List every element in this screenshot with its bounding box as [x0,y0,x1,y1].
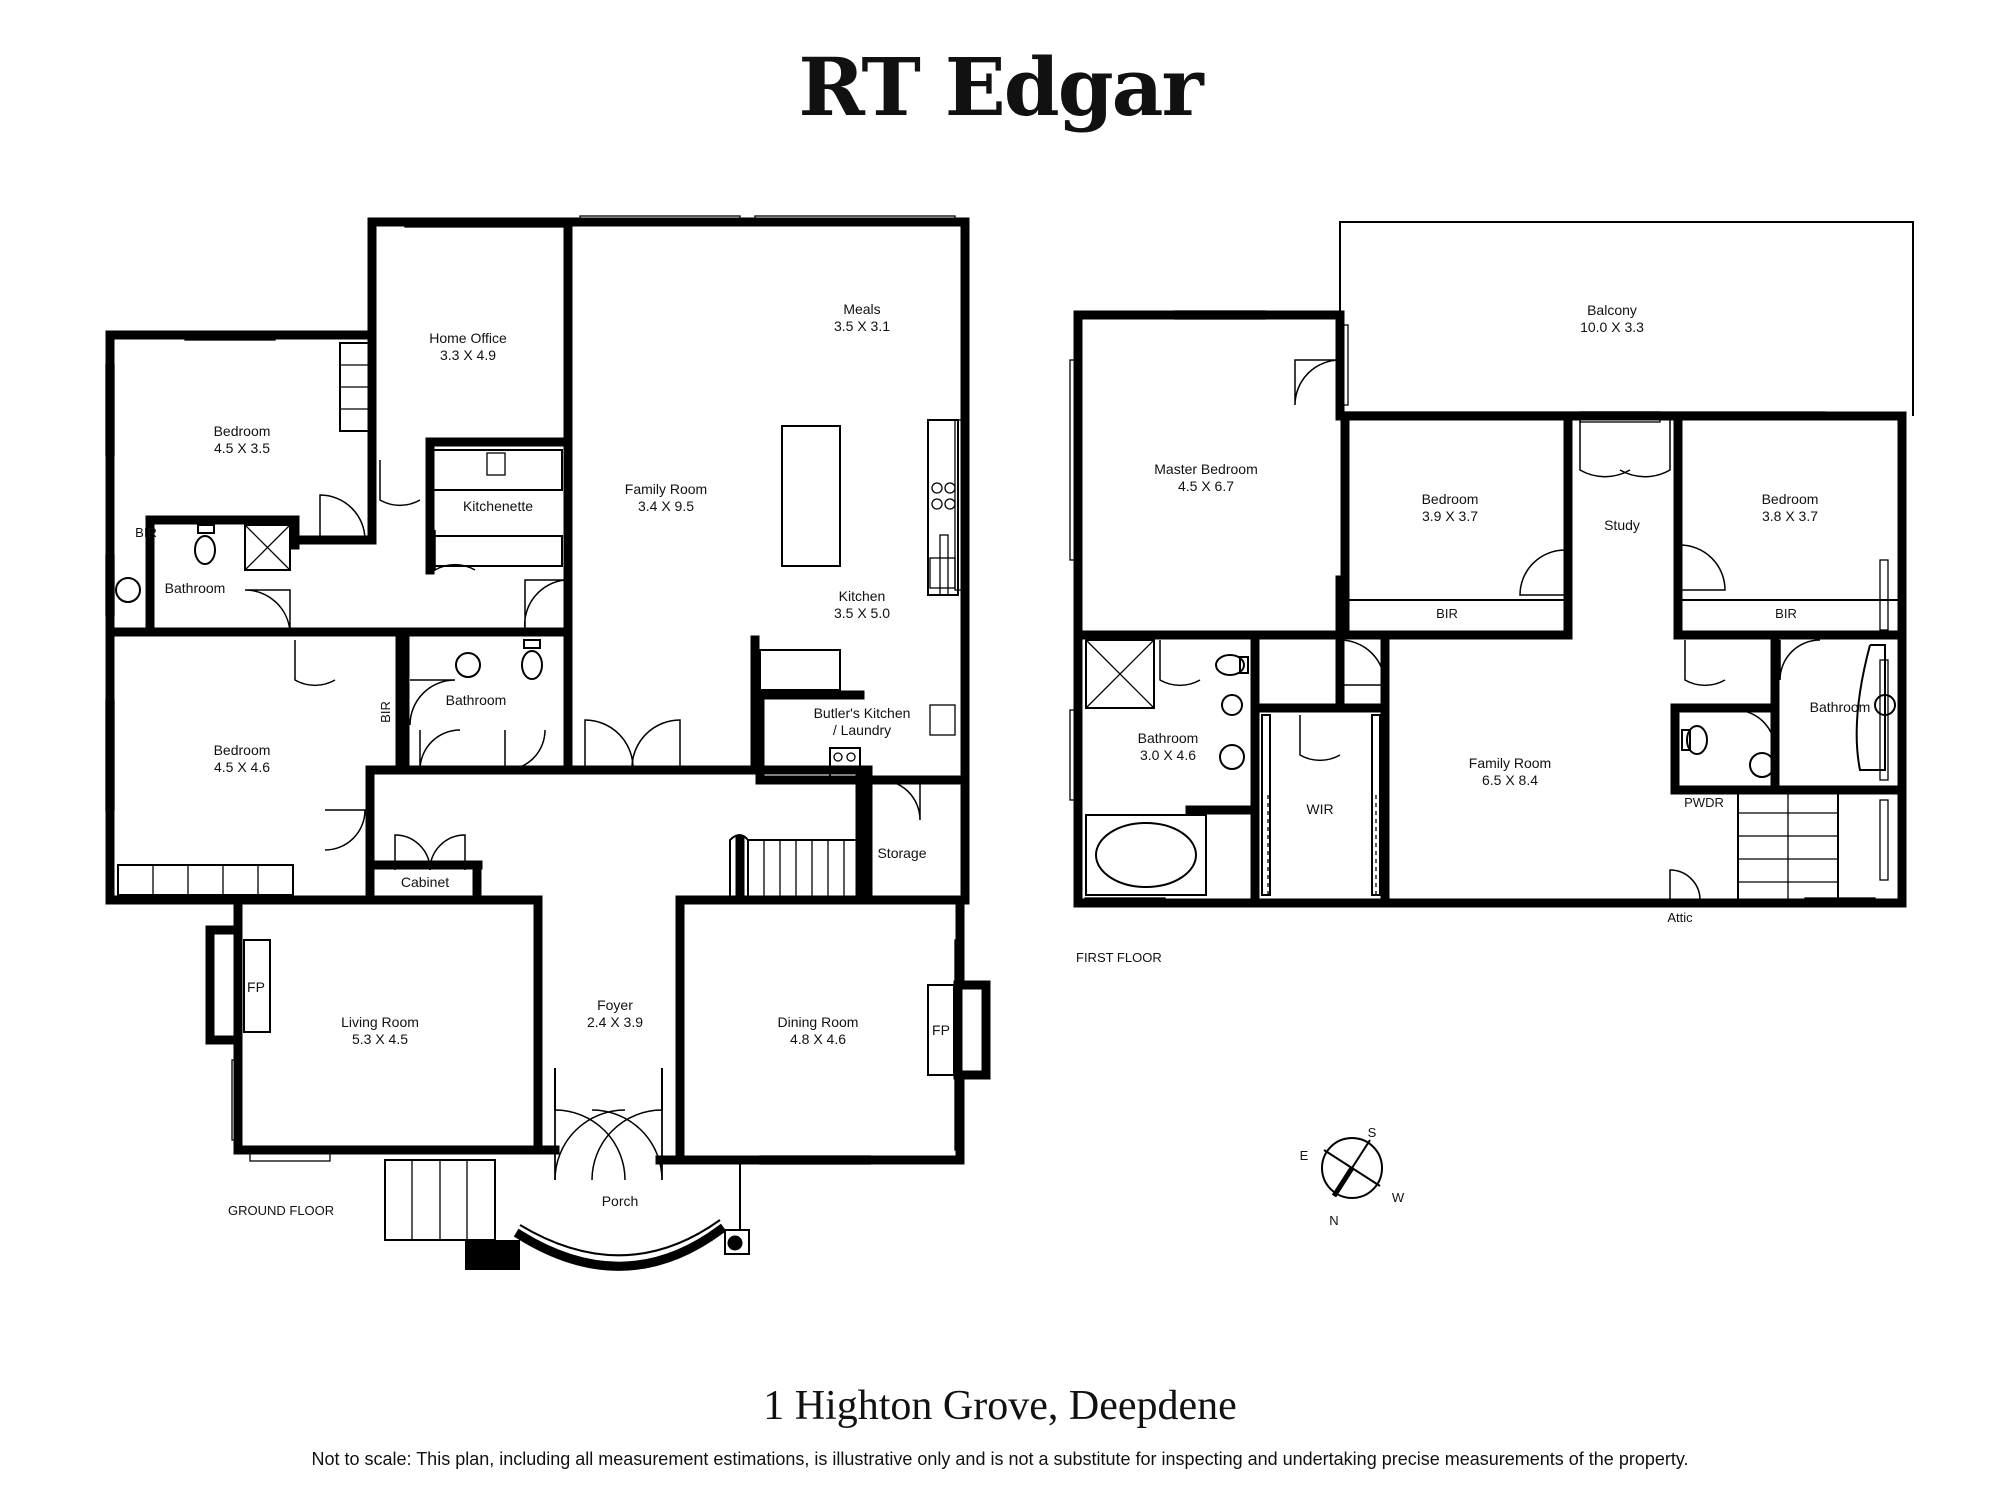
compass [1321,1137,1383,1199]
balcony-name: Balcony [1587,302,1637,318]
ground-floor-plan [105,215,991,1271]
ground-floor-fixtures [115,342,959,1271]
fp-right-name: FP [932,1022,950,1038]
foyer-dim: 2.4 X 3.9 [587,1014,643,1030]
master-name: Master Bedroom [1154,461,1257,477]
balcony-dim: 10.0 X 3.3 [1580,319,1644,335]
compass-e: E [1300,1148,1309,1163]
bathroom3-name: Bathroom [1138,730,1199,746]
ground-floor-doors [244,460,921,1181]
dining-dim: 4.8 X 4.6 [790,1031,846,1047]
fp-left-name: FP [247,979,265,995]
bir2-name: BIR [378,701,393,723]
kitchenette-name: Kitchenette [463,498,533,514]
first-floor-fixtures [1085,599,1902,901]
bedroom1-dim: 4.5 X 3.5 [214,440,270,456]
bir4-name: BIR [1775,606,1797,621]
disclaimer-text: Not to scale: This plan, including all m… [311,1449,1689,1469]
cabinet-name: Cabinet [401,874,449,890]
kitchen-dim: 3.5 X 5.0 [834,605,890,621]
first-floor-label: FIRST FLOOR [1076,950,1162,965]
bir-name: BIR [135,525,157,540]
home-office-name: Home Office [429,330,507,346]
bathroom1-name: Bathroom [165,580,226,596]
bedroom2-name: Bedroom [214,742,271,758]
storage-name: Storage [877,845,926,861]
dining-name: Dining Room [778,1014,859,1030]
ground-floor-walls [105,217,991,1165]
porch-name: Porch [602,1193,639,1209]
property-address: 1 Highton Grove, Deepdene [763,1383,1237,1429]
family-room-name: Family Room [625,481,707,497]
bathroom2-name: Bathroom [446,692,507,708]
home-office-dim: 3.3 X 4.9 [440,347,496,363]
study-name: Study [1604,517,1640,533]
bedroom3-name: Bedroom [1422,491,1479,507]
pwdr-name: PWDR [1684,795,1724,810]
compass-n: N [1329,1213,1338,1228]
bedroom4-dim: 3.8 X 3.7 [1762,508,1818,524]
family-room2-dim: 6.5 X 8.4 [1482,772,1538,788]
bathroom3-dim: 3.0 X 4.6 [1140,747,1196,763]
meals-dim: 3.5 X 3.1 [834,318,890,334]
bedroom4-name: Bedroom [1762,491,1819,507]
first-floor-walls [1073,310,1907,908]
bir3-name: BIR [1436,606,1458,621]
living-dim: 5.3 X 4.5 [352,1031,408,1047]
compass-s: S [1368,1125,1377,1140]
compass-w: W [1392,1190,1405,1205]
kitchen-name: Kitchen [839,588,886,604]
master-dim: 4.5 X 6.7 [1178,478,1234,494]
bedroom1-name: Bedroom [214,423,271,439]
brand-logo: RT Edgar [798,40,1203,134]
attic-name: Attic [1667,910,1693,925]
family-room2-name: Family Room [1469,755,1551,771]
first-floor-windows [1069,310,1889,907]
room-labels: Bedroom 4.5 X 3.5 Home Office 3.3 X 4.9 … [135,301,1870,1228]
living-name: Living Room [341,1014,419,1030]
first-floor-plan [1069,221,1914,1199]
bathroom4-name: Bathroom [1810,699,1871,715]
family-room-dim: 3.4 X 9.5 [638,498,694,514]
meals-name: Meals [843,301,880,317]
butlers-name1: Butler's Kitchen [814,705,911,721]
bedroom3-dim: 3.9 X 3.7 [1422,508,1478,524]
butlers-name2: / Laundry [833,722,891,738]
first-floor-doors [1159,359,1821,901]
wir-name: WIR [1306,801,1333,817]
foyer-name: Foyer [597,997,633,1013]
balcony-railing [1339,221,1914,416]
ground-floor-label: GROUND FLOOR [228,1203,334,1218]
bedroom2-dim: 4.5 X 4.6 [214,759,270,775]
